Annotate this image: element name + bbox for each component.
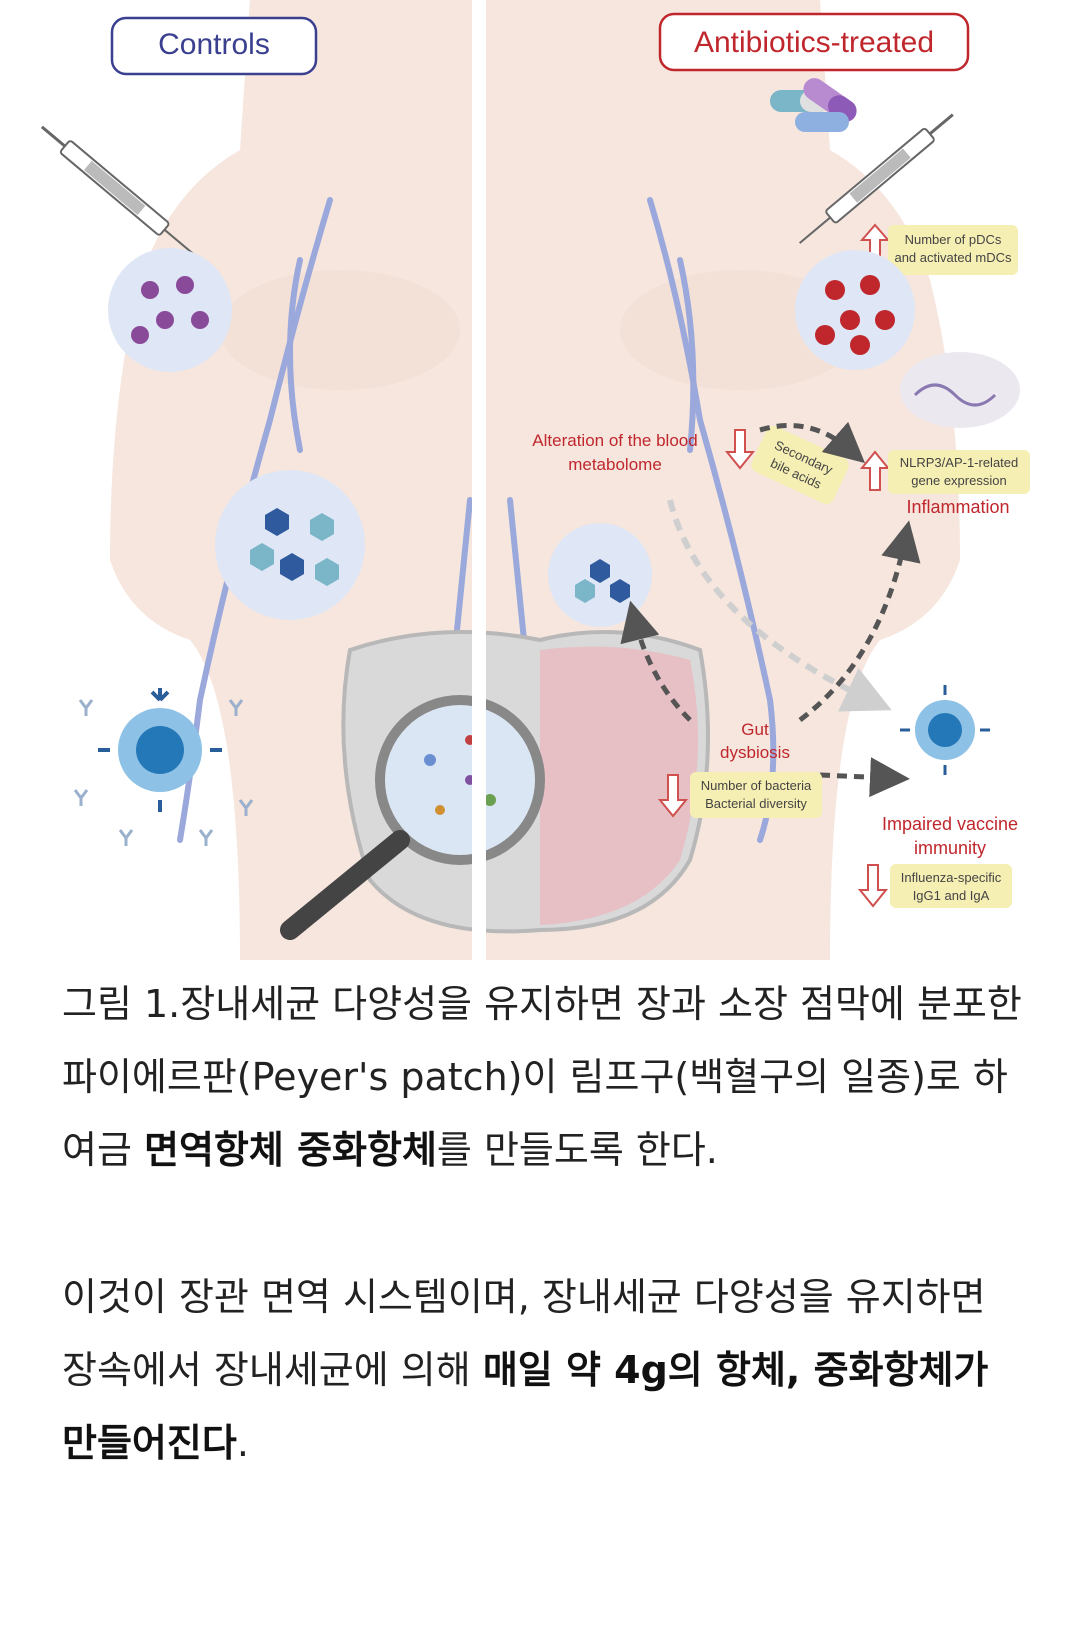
- down-arrow-icon: [857, 864, 889, 908]
- capsule-icon: [770, 78, 857, 132]
- impaired-vaccine-label: Impaired vaccine: [882, 814, 1018, 834]
- flow-arrows: [620, 421, 921, 798]
- svg-text:IgG1 and IgA: IgG1 and IgA: [913, 888, 990, 903]
- controls-label-box: Controls: [110, 16, 318, 76]
- b-cell-icon-right: [900, 685, 990, 775]
- magnifier-icon: [280, 695, 545, 940]
- metabolite-cluster-right: [548, 523, 652, 627]
- caption: 그림 1.장내세균 다양성을 유지하면 장과 소장 점막에 분포한 파이에르판(…: [62, 968, 1022, 1480]
- dendritic-cell-cluster-right: [795, 250, 915, 370]
- svg-text:immunity: immunity: [914, 838, 986, 858]
- down-arrow-icon: [724, 429, 756, 470]
- syringe-icon: [40, 125, 196, 257]
- svg-text:and activated mDCs: and activated mDCs: [894, 250, 1012, 265]
- nlrp3-annotation: NLRP3/AP-1-related gene expression: [859, 450, 1030, 494]
- body-silhouette: [110, 0, 960, 960]
- inflammation-label: Inflammation: [906, 497, 1009, 517]
- svg-text:NLRP3/AP-1-related: NLRP3/AP-1-related: [900, 455, 1019, 470]
- influenza-annotation: Influenza-specific IgG1 and IgA: [857, 864, 1012, 908]
- controls-label: Controls: [158, 28, 270, 61]
- gene-expression-bubble: [900, 352, 1020, 428]
- pdcs-annotation: Number of pDCs and activated mDCs: [859, 223, 1018, 275]
- panel-divider: [472, 0, 486, 960]
- svg-text:Number of bacteria: Number of bacteria: [701, 778, 812, 793]
- down-arrow-icon: [657, 774, 689, 818]
- dendritic-cell-cluster-left: [108, 248, 232, 372]
- antibiotics-label: Antibiotics-treated: [694, 26, 934, 59]
- syringe-icon: [798, 113, 954, 244]
- up-arrow-icon: [859, 450, 891, 491]
- caption-paragraph-2: 이것이 장관 면역 시스템이며, 장내세균 다양성을 유지하면 장속에서 장내세…: [62, 1275, 989, 1465]
- svg-text:gene expression: gene expression: [911, 473, 1006, 488]
- gut-dysbiosis-label: Gut: [741, 720, 769, 739]
- svg-text:Number of pDCs: Number of pDCs: [905, 232, 1002, 247]
- metabolite-cluster-left: [215, 470, 365, 620]
- b-cell-icon-left: [73, 688, 254, 846]
- antibody-icon: [73, 699, 254, 846]
- svg-text:Influenza-specific: Influenza-specific: [901, 870, 1002, 885]
- bold-daily-antibody-text: 매일 약 4g의 항체, 중화항체가 만들어진다: [62, 1348, 989, 1465]
- caption-paragraph-1: 그림 1.장내세균 다양성을 유지하면 장과 소장 점막에 분포한 파이에르판(…: [62, 982, 1022, 1172]
- bold-antibody-text: 면역항체 중화항체: [144, 1128, 437, 1172]
- svg-text:Bacterial diversity: Bacterial diversity: [705, 796, 807, 811]
- svg-text:metabolome: metabolome: [568, 455, 662, 474]
- antibiotics-label-box: Antibiotics-treated: [658, 12, 970, 72]
- blood-metabolome-label: Alteration of the blood: [532, 431, 697, 450]
- bacteria-annotation: Number of bacteria Bacterial diversity: [657, 772, 822, 818]
- figure-illustration: Controls: [40, 0, 1030, 960]
- svg-text:dysbiosis: dysbiosis: [720, 743, 790, 762]
